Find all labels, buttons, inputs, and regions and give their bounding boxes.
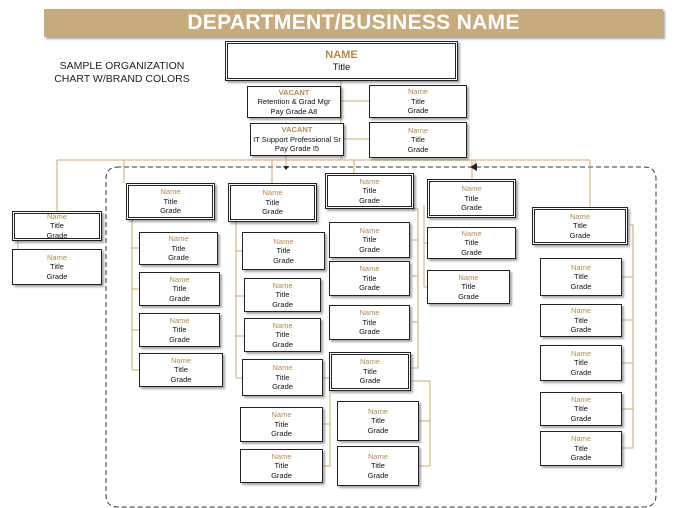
head-title: Title bbox=[332, 62, 351, 73]
vacant-position-box: VACANT Retention & Grad Mgr Pay Grade A8 bbox=[247, 86, 341, 118]
department-title-banner: DEPARTMENT/BUSINESS NAME bbox=[44, 9, 663, 37]
org-chart-head-box: NAME Title bbox=[225, 41, 458, 81]
vacant-position-box: VACANT IT Support Professional Sr Pay Gr… bbox=[250, 123, 344, 156]
connector-arrows bbox=[283, 163, 477, 171]
dashed-group-outline bbox=[105, 166, 657, 508]
head-name: NAME bbox=[325, 49, 358, 61]
chart-description: SAMPLE ORGANIZATION CHART W/BRAND COLORS bbox=[54, 60, 190, 85]
